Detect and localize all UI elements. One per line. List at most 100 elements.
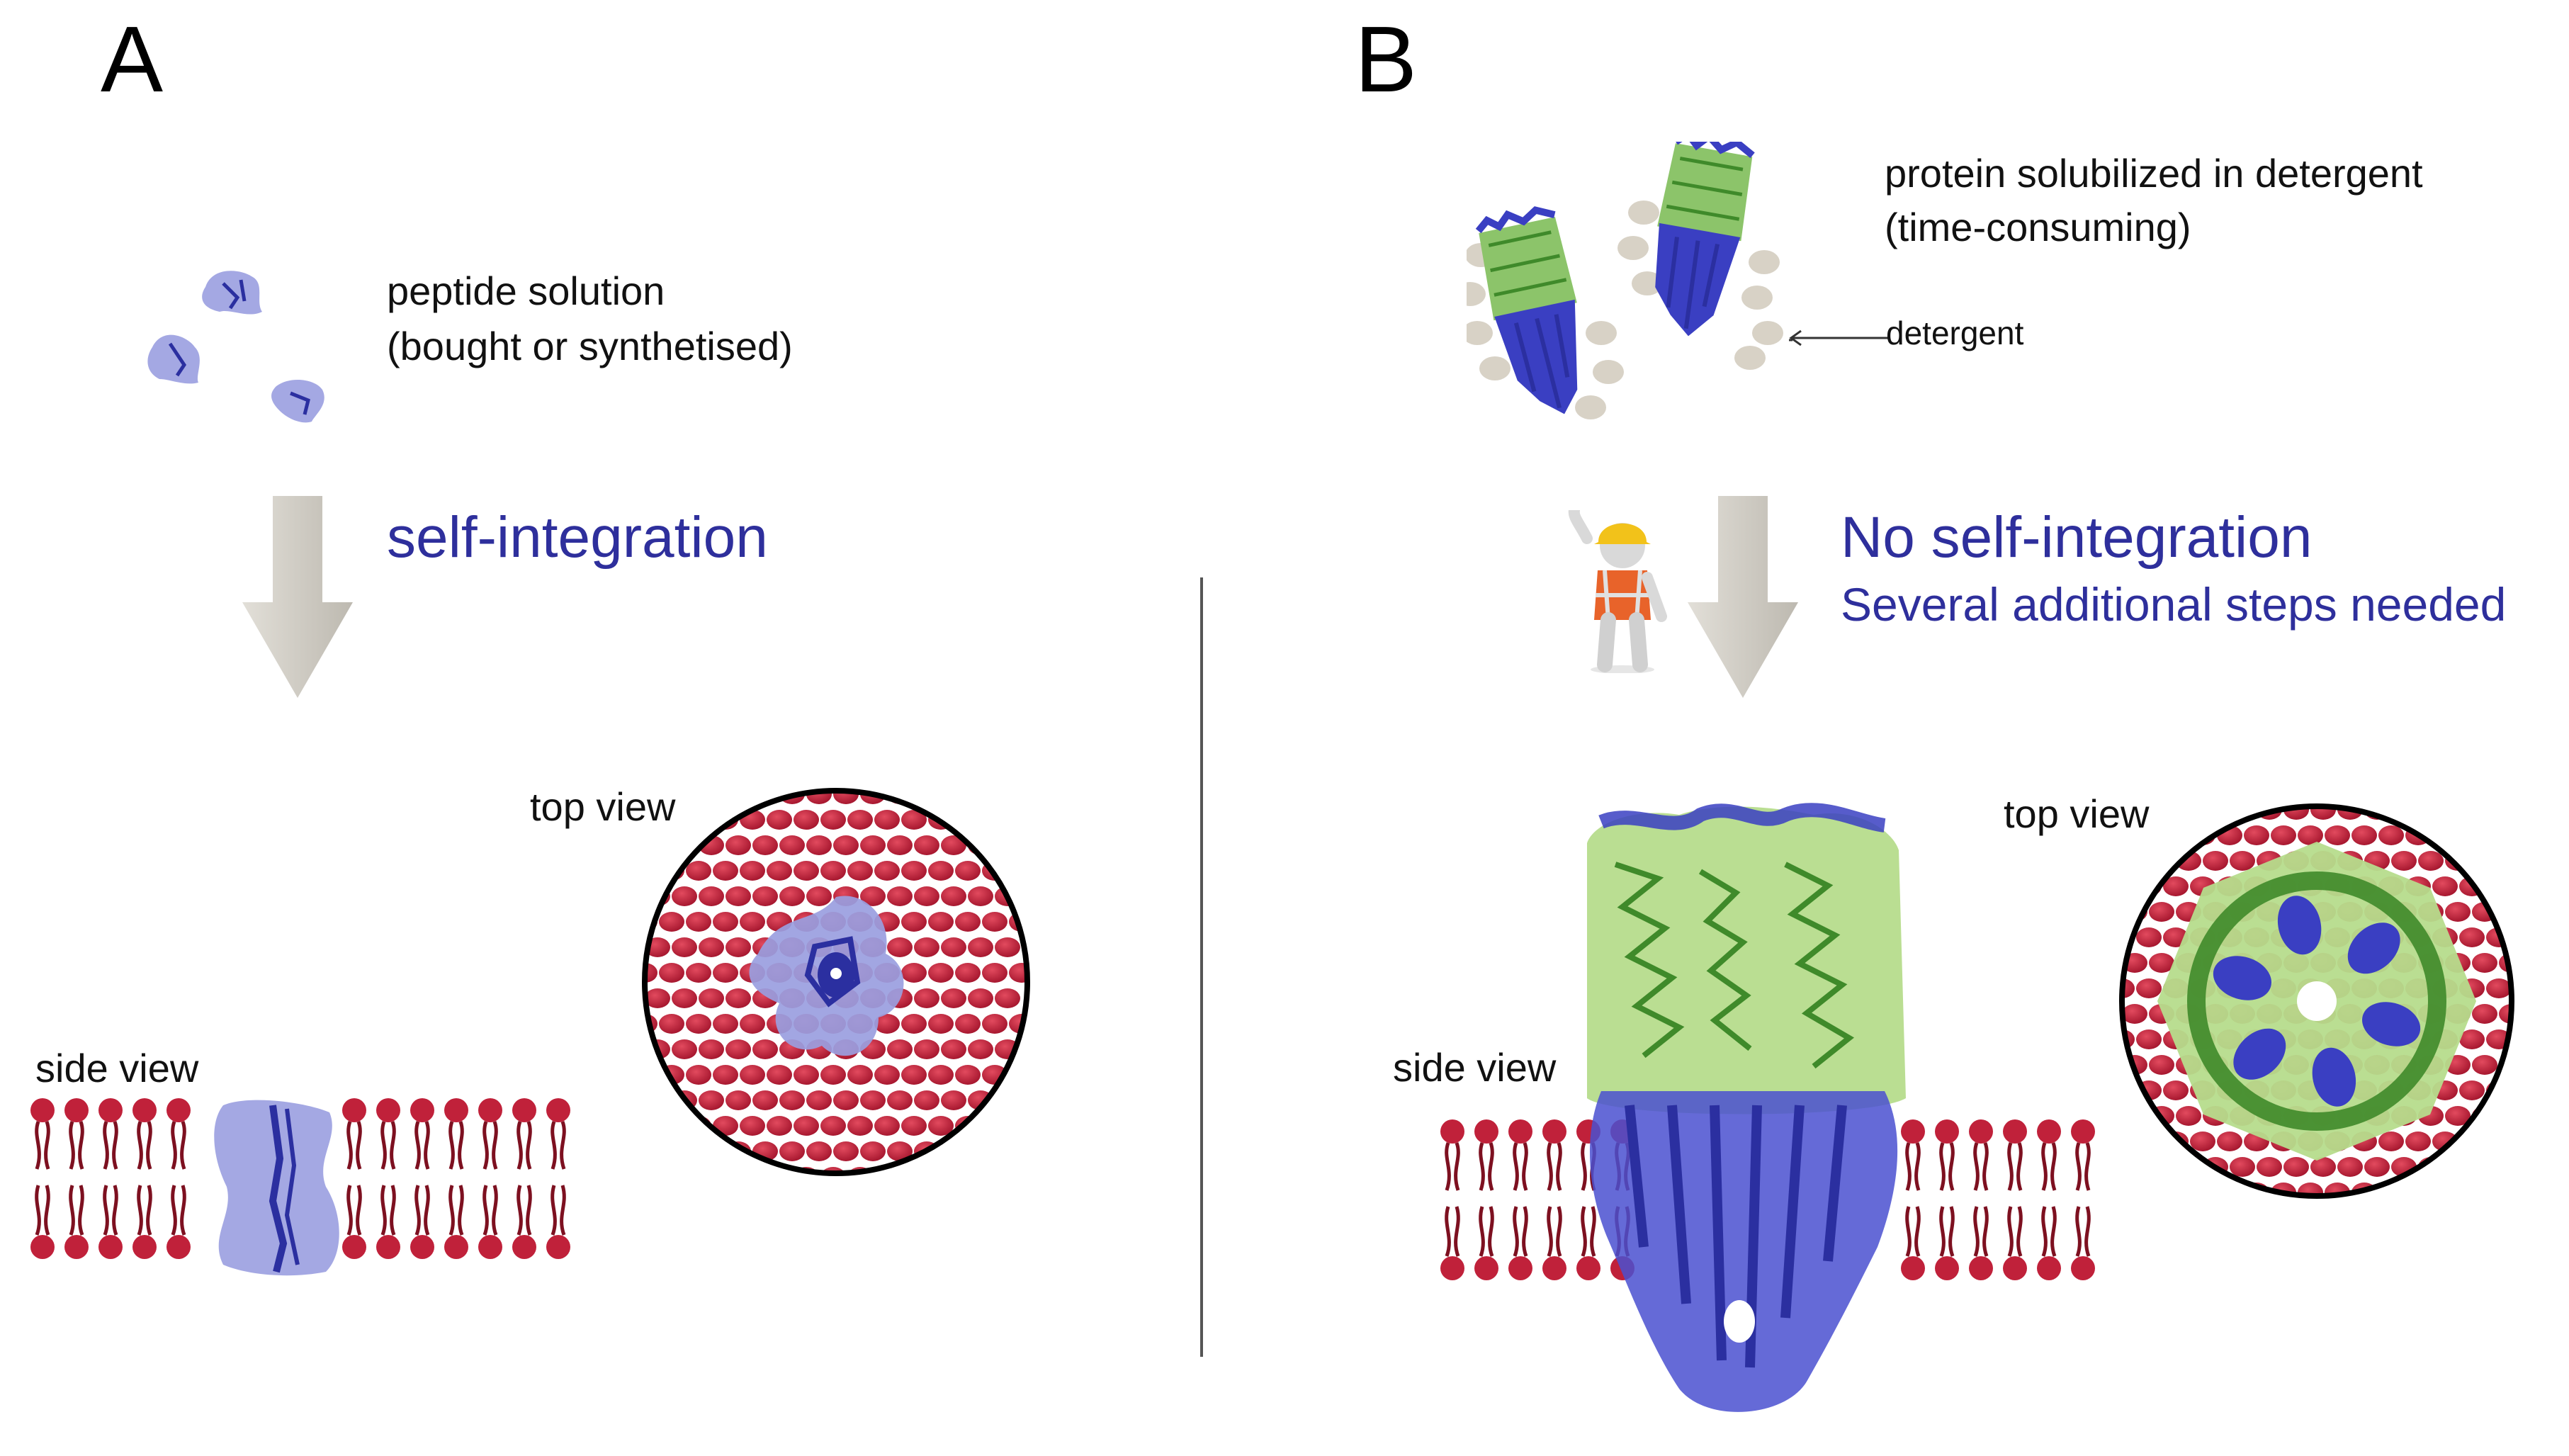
lipid-head [914, 835, 939, 855]
lipid-head [955, 963, 981, 983]
protein-subunit [2233, 1028, 2286, 1080]
lipid-tail [390, 1121, 396, 1170]
lipid-head [713, 912, 738, 932]
lipid-head [955, 912, 981, 932]
detergent-head [1628, 201, 1659, 225]
lipid-head [2149, 1055, 2174, 1075]
lipid-head [699, 1090, 724, 1110]
lipid-head [725, 1039, 751, 1059]
lipid-tail [1973, 1206, 1980, 1257]
peptide-side-view [214, 1100, 339, 1276]
lipid-tail [1513, 1142, 1519, 1191]
lipid-tail [35, 1121, 41, 1170]
lipid-head [1009, 1065, 1027, 1085]
lipid-head [2499, 1106, 2512, 1126]
protein-subunit [2312, 1047, 2356, 1107]
lipid-tail [1948, 1142, 1955, 1191]
lipid-head [659, 1014, 684, 1034]
lipid-head [901, 861, 927, 881]
lipid-head [928, 1014, 954, 1034]
lipid-head [2364, 1157, 2390, 1177]
lipid-head [2283, 1157, 2309, 1177]
lipid-head [955, 1065, 981, 1085]
lipid-head [725, 886, 751, 906]
lipid-head [806, 1090, 832, 1110]
lipid-head [2003, 1256, 2027, 1280]
lipid-head [686, 963, 711, 983]
lipid-head [968, 1039, 993, 1059]
lipid-head [955, 810, 981, 830]
detergent-head [1479, 356, 1511, 380]
lipid-head [2071, 1119, 2095, 1144]
lipid-head [659, 912, 684, 932]
lipid-head [955, 1167, 981, 1173]
lipid-head [2445, 1106, 2471, 1126]
lipid-head [941, 791, 966, 804]
lipid-head [2257, 1157, 2282, 1177]
lipid-tail [2075, 1206, 2082, 1257]
lipid-tail [346, 1121, 353, 1170]
lipid-head [2217, 1183, 2242, 1196]
lipid-tail [1581, 1142, 1587, 1191]
lipid-head [2003, 1119, 2027, 1144]
lipid-head [2486, 876, 2512, 896]
lipid-head [444, 1098, 468, 1122]
lipid-head [794, 1065, 819, 1085]
lipid-tail [112, 1121, 118, 1170]
lipid-head [767, 810, 792, 830]
lipid-tail [44, 1185, 50, 1236]
lipid-tail [390, 1185, 396, 1236]
lipid-head [767, 861, 792, 881]
lipid-head [767, 1065, 792, 1085]
lipid-tail [35, 1185, 41, 1236]
lipid-head [740, 1065, 765, 1085]
lipid-head [2432, 1183, 2458, 1196]
lipid-head [955, 861, 981, 881]
lipid-head [1474, 1256, 1498, 1280]
lipid-tail [1973, 1142, 1980, 1191]
lipid-tail [1454, 1142, 1460, 1191]
lipid-head [376, 1235, 400, 1259]
detergent-label: detergent [1886, 315, 2024, 351]
lipid-head [2071, 1256, 2095, 1280]
lipid-head [645, 988, 670, 1008]
lipid-head [2122, 1004, 2147, 1024]
lipid-tail [103, 1185, 109, 1236]
lipid-head [820, 861, 846, 881]
lipid-head [928, 1167, 954, 1173]
lipid-head [833, 1090, 859, 1110]
lipid-tail [526, 1121, 532, 1170]
lipid-head [2244, 825, 2269, 845]
lipid-head [806, 886, 832, 906]
lipid-head [478, 1235, 502, 1259]
lipid-head [928, 912, 954, 932]
lipid-tail [1513, 1206, 1519, 1257]
top-view-label-b: top view [2004, 791, 2150, 836]
lipid-tail [1547, 1142, 1553, 1191]
lipid-head [699, 937, 724, 957]
lipid-head [2486, 978, 2512, 998]
panel-a-letter: A [101, 7, 164, 111]
lipid-head [132, 1235, 157, 1259]
lipid-head [2149, 902, 2174, 922]
lipid-tail [2016, 1142, 2023, 1191]
lipid-head [713, 1065, 738, 1085]
lipid-head [98, 1235, 123, 1259]
lipid-head [2122, 1080, 2135, 1100]
lipid-head [659, 963, 684, 983]
lipid-head [2472, 806, 2497, 820]
lipid-head [901, 1065, 927, 1085]
lipid-head [645, 791, 670, 804]
lipid-tail [492, 1185, 498, 1236]
lipid-head [410, 1098, 434, 1122]
lipid-head [342, 1235, 366, 1259]
lipid-head [725, 791, 751, 804]
top-view-circle-b [2119, 803, 2514, 1199]
lipid-head [779, 1090, 805, 1110]
lipid-tail [448, 1121, 455, 1170]
lipid-head [2472, 1004, 2497, 1024]
peptide-molecules [147, 271, 324, 423]
lipid-tail [180, 1185, 186, 1236]
lipid-head [928, 861, 954, 881]
lipid-head [2310, 806, 2336, 820]
